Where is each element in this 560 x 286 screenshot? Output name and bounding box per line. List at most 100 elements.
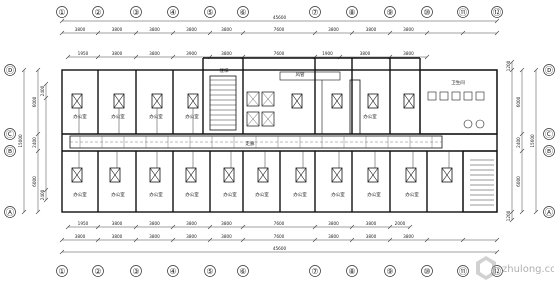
stair-label: 楼梯: [220, 67, 229, 74]
axis-bubble: [130, 265, 142, 277]
dim-tick: [59, 18, 65, 24]
room-label-lower: 办公室: [255, 191, 269, 198]
axis-label: ③: [132, 8, 139, 17]
dim-tick: [424, 237, 430, 243]
dim-tick: [207, 237, 213, 243]
dim-text: 3800: [403, 234, 414, 239]
axis-label: ⑥: [239, 267, 246, 276]
room-label-lower: 办公室: [149, 191, 163, 198]
unit-cross: [295, 167, 307, 183]
axis-label: Ⓐ: [545, 208, 553, 217]
axis-label: ⑨: [386, 8, 393, 17]
dim-tick: [21, 67, 27, 73]
dim-text: 1200: [506, 210, 511, 221]
room-label-upper: 办公室: [185, 113, 199, 120]
axis-label: ⑤: [206, 267, 213, 276]
axis-label: Ⓒ: [6, 130, 14, 139]
dim-tick: [207, 30, 213, 36]
dim-text: 45600: [273, 246, 287, 251]
axis-bubble: [543, 128, 555, 140]
axis-bubbles-left: Ⓓ Ⓒ Ⓑ Ⓐ: [4, 64, 16, 218]
dim-tick: [133, 54, 139, 60]
axis-label: ①: [58, 267, 65, 276]
dim-text: 3800: [75, 234, 86, 239]
dim-tick: [35, 209, 41, 215]
unit-cross: [109, 167, 121, 183]
axis-label: ⑧: [348, 267, 355, 276]
toilet-fixture: [427, 91, 437, 101]
axis-bubble: [167, 6, 179, 18]
axis-bubble: [4, 145, 16, 157]
dim-text: 6000: [32, 176, 37, 187]
room-label-lower: 办公室: [73, 191, 87, 198]
dim-text: 3800: [149, 27, 160, 32]
toilet-fixture: [439, 91, 449, 101]
room-label-lower: 办公室: [185, 191, 199, 198]
axis-bubble: [237, 265, 249, 277]
axis-bubble: [384, 6, 396, 18]
dim-text: 3800: [186, 221, 197, 226]
elevator-cross: [261, 91, 275, 107]
dim-tick: [509, 217, 515, 223]
unit-cross: [257, 167, 269, 183]
axis-label: ④: [169, 8, 176, 17]
dim-tick: [349, 224, 355, 230]
dim-text: 2400: [40, 189, 45, 200]
axis-label: ④: [169, 267, 176, 276]
room-label-lower: 办公室: [293, 191, 307, 198]
axis-bubble: [92, 265, 104, 277]
toilet-fixture: [451, 91, 461, 101]
duct-label: 风管: [296, 71, 305, 78]
axis-bubble: [92, 6, 104, 18]
axis-bubble: [56, 265, 68, 277]
riser-duct: [349, 79, 361, 135]
axis-label: Ⓐ: [6, 208, 14, 217]
dim-text: 3800: [221, 221, 232, 226]
upper-duct: [279, 71, 341, 81]
dim-tick: [59, 30, 65, 36]
axis-label: Ⓑ: [6, 147, 14, 156]
dim-text: 3800: [328, 234, 339, 239]
room-label-upper: 办公室: [149, 113, 163, 120]
dim-tick: [43, 81, 49, 87]
dim-tick: [65, 54, 71, 60]
room-label-lower: 办公室: [331, 191, 345, 198]
toilet-fixture: [463, 91, 473, 101]
axis-label: ⑤: [206, 8, 213, 17]
dim-tick: [170, 237, 176, 243]
axis-bubble: [384, 265, 396, 277]
dim-text: 15000: [18, 134, 23, 148]
toilet-label: 卫生间: [451, 79, 465, 86]
elevator-cross: [246, 91, 260, 107]
dim-text: 3800: [366, 234, 377, 239]
axis-bubble: [4, 128, 16, 140]
dim-tick: [43, 95, 49, 101]
axis-label: Ⓓ: [6, 66, 14, 75]
dim-text: 3800: [75, 27, 86, 32]
dim-tick: [387, 237, 393, 243]
axis-bubble: [457, 265, 469, 277]
axis-bubble: [491, 6, 503, 18]
elevator-shaft: [261, 111, 275, 127]
elevator-cross: [261, 111, 275, 127]
dim-tick: [387, 30, 393, 36]
axis-bubble: [346, 6, 358, 18]
axis-bubble: [421, 265, 433, 277]
dim-tick: [59, 237, 65, 243]
dim-tick: [424, 54, 430, 60]
dim-text: 2000: [395, 221, 406, 226]
dim-tick: [494, 18, 500, 24]
air-ducts: [69, 71, 443, 149]
watermark-text: zhulong.com: [502, 264, 554, 275]
dim-text: 3800: [186, 234, 197, 239]
axis-bubble: [421, 6, 433, 18]
axis-label: ⑩: [423, 267, 430, 276]
axis-label: ⑫: [493, 267, 501, 276]
axis-bubble: [346, 265, 358, 277]
dim-tick: [519, 131, 525, 137]
dim-text: 3800: [186, 27, 197, 32]
